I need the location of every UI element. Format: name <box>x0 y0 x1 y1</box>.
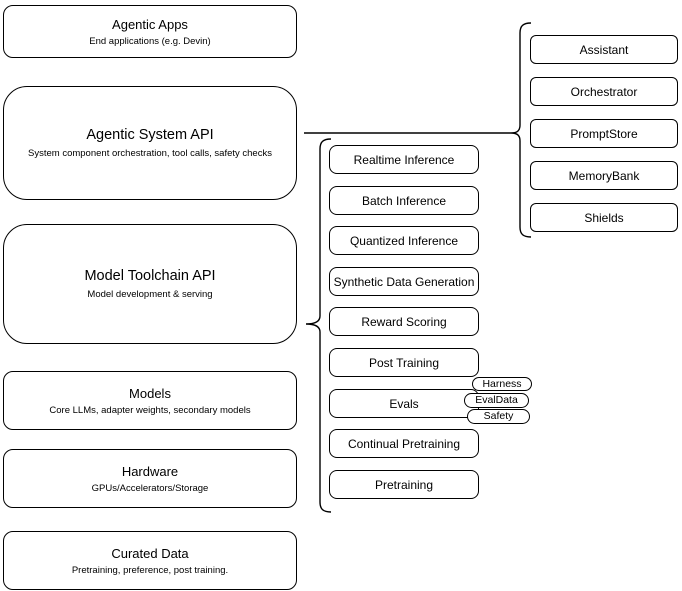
node-agentic-system-api: Agentic System API System component orch… <box>3 86 297 200</box>
node-pretraining: Pretraining <box>329 470 479 499</box>
toolchain-brace <box>305 138 332 513</box>
node-hardware: Hardware GPUs/Accelerators/Storage <box>3 449 297 508</box>
node-subtitle: Core LLMs, adapter weights, secondary mo… <box>49 404 251 416</box>
node-subtitle: Model development & serving <box>87 289 213 300</box>
node-memorybank: MemoryBank <box>530 161 678 190</box>
node-assistant: Assistant <box>530 35 678 64</box>
node-curated-data: Curated Data Pretraining, preference, po… <box>3 531 297 590</box>
node-continual-pretraining: Continual Pretraining <box>329 429 479 458</box>
node-shields: Shields <box>530 203 678 232</box>
node-realtime-inference: Realtime Inference <box>329 145 479 174</box>
node-title: Hardware <box>121 463 179 479</box>
node-reward-scoring: Reward Scoring <box>329 307 479 336</box>
node-post-training: Post Training <box>329 348 479 377</box>
node-orchestrator: Orchestrator <box>530 77 678 106</box>
node-title: Curated Data <box>111 545 189 561</box>
system-components-brace <box>510 22 532 238</box>
node-subtitle: System component orchestration, tool cal… <box>28 148 272 159</box>
node-subtitle: End applications (e.g. Devin) <box>89 35 211 47</box>
node-agentic-apps: Agentic Apps End applications (e.g. Devi… <box>3 5 297 58</box>
node-subtitle: Pretraining, preference, post training. <box>71 564 229 576</box>
node-title: Model Toolchain API <box>84 268 216 284</box>
node-title: Models <box>129 385 171 401</box>
node-title: Agentic Apps <box>112 16 188 32</box>
node-quantized-inference: Quantized Inference <box>329 226 479 255</box>
node-model-toolchain-api: Model Toolchain API Model development & … <box>3 224 297 344</box>
node-batch-inference: Batch Inference <box>329 186 479 215</box>
tag-safety: Safety <box>467 409 530 424</box>
node-evals: Evals <box>329 389 479 418</box>
node-models: Models Core LLMs, adapter weights, secon… <box>3 371 297 430</box>
node-synthetic-data-generation: Synthetic Data Generation <box>329 267 479 296</box>
tag-evaldata: EvalData <box>464 393 529 408</box>
node-title: Agentic System API <box>86 127 214 143</box>
tag-harness: Harness <box>472 377 532 391</box>
node-promptstore: PromptStore <box>530 119 678 148</box>
node-subtitle: GPUs/Accelerators/Storage <box>91 482 209 494</box>
